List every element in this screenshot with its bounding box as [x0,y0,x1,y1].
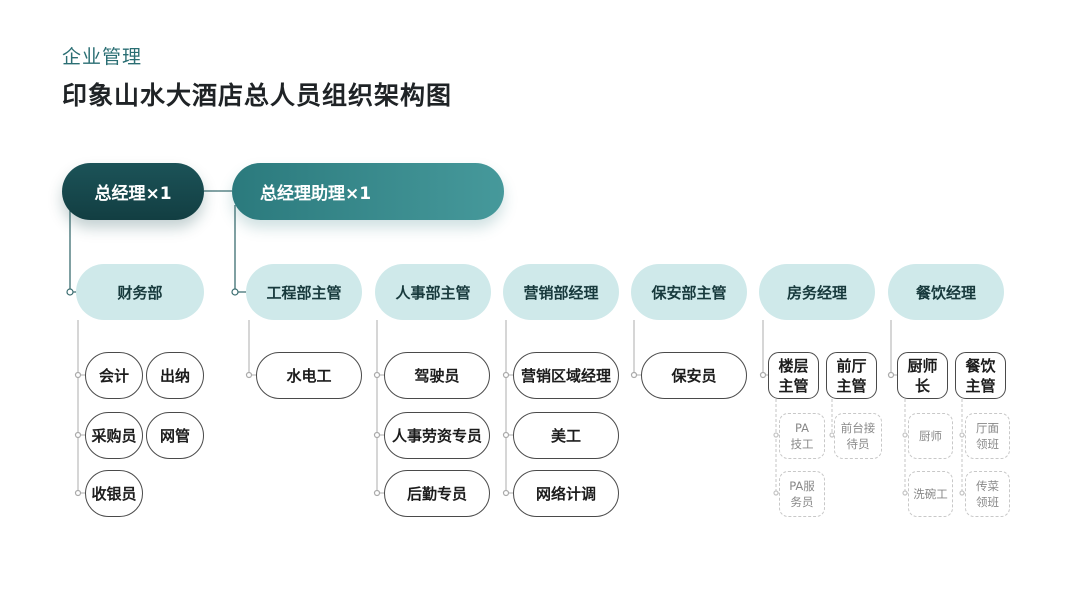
role-cashier: 收银员 [85,470,143,517]
dept-engineering: 工程部主管 [246,264,362,320]
role-purchaser: 采购员 [85,412,143,459]
dept-hr: 人事部主管 [375,264,491,320]
page-title: 印象山水大酒店总人员组织架构图 [62,81,453,110]
role-logistics-specialist: 后勤专员 [384,470,490,517]
role-cashier-out: 出纳 [146,352,204,399]
node-general-manager: 总经理×1 [62,163,204,220]
role-security-guard: 保安员 [641,352,747,399]
page-subtitle: 企业管理 [62,46,143,68]
line-engineering-children [248,320,257,376]
role-pa-technician: PA技工 [779,413,825,459]
dept-food: 餐饮经理 [888,264,1004,320]
role-serving-lead: 传菜领班 [965,471,1010,517]
line-assistant-to-engineering [234,205,246,293]
role-regional-manager: 营销区域经理 [513,352,619,399]
dept-rooms: 房务经理 [759,264,875,320]
dept-security: 保安部主管 [631,264,747,320]
role-accountant: 会计 [85,352,143,399]
dept-finance: 财务部 [76,264,204,320]
role-hall-lead: 厅面领班 [965,413,1010,459]
node-gm-assistant: 总经理助理×1 [232,163,504,220]
line-security-children [633,320,642,376]
role-receptionist: 前台接待员 [834,413,882,459]
role-dishwasher: 洗碗工 [908,471,953,517]
role-front-supervisor: 前厅主管 [826,352,877,399]
role-artist: 美工 [513,412,619,459]
role-fb-supervisor: 餐饮主管 [955,352,1006,399]
dept-marketing: 营销部经理 [503,264,619,320]
role-network-planner: 网络计调 [513,470,619,517]
role-pa-service: PA服务员 [779,471,825,517]
role-head-chef: 厨师长 [897,352,948,399]
line-finance-children [77,320,86,494]
role-cook: 厨师 [908,413,953,459]
role-driver: 驾驶员 [384,352,490,399]
role-labor-specialist: 人事劳资专员 [384,412,490,459]
line-marketing-children [505,320,514,494]
role-network-admin: 网管 [146,412,204,459]
role-floor-supervisor: 楼层主管 [768,352,819,399]
line-hr-children [376,320,385,494]
role-electrician: 水电工 [256,352,362,399]
